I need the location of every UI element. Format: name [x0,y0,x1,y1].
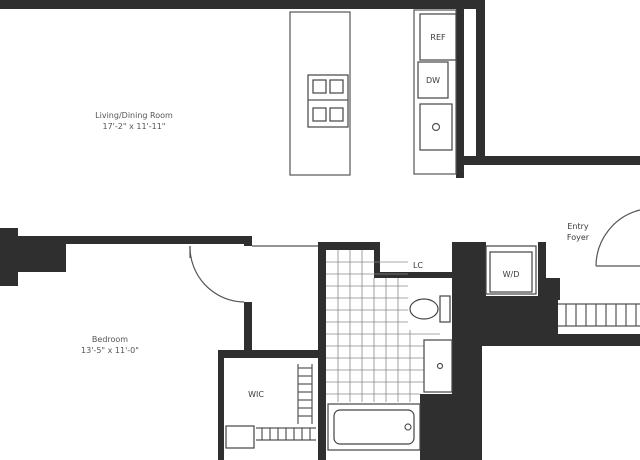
cooktop-icon [307,74,349,128]
bathroom: LC [326,250,453,451]
dw-label: DW [426,76,440,85]
living-room-name: Living/Dining Room [95,111,173,120]
entry-foyer: Entry Foyer [558,209,640,327]
refrigerator [419,13,457,61]
kitchen: REF DW [289,9,457,176]
wd-label: W/D [503,270,520,279]
closet-bottom-shelf-icon [225,425,316,449]
closet-shelf-icon [297,364,313,424]
coat-closet-shelf-icon [558,303,640,327]
bathtub-icon [327,403,421,451]
walk-in-closet: WIC [225,364,316,449]
vanity-sink-icon [423,339,453,393]
bedroom-door-swing [189,245,245,303]
bathroom-tile-grid [326,250,440,402]
bedroom: Bedroom 13'-5" x 11'-0" [81,245,245,355]
kitchen-sink [419,103,453,151]
bedroom-dims: 13'-5" x 11'-0" [81,346,139,355]
dishwasher [417,61,449,99]
entry-label: Entry [567,222,589,231]
bedroom-name: Bedroom [92,335,128,344]
wic-label: WIC [248,390,264,399]
toilet-icon [409,295,451,323]
foyer-label: Foyer [567,233,590,242]
ref-label: REF [430,33,446,42]
laundry: W/D [485,245,537,295]
lc-label: LC [413,261,423,270]
sink-drain-icon [431,122,441,132]
entry-door-swing [595,209,640,267]
living-room-dims: 17'-2" x 11'-11" [103,122,166,131]
